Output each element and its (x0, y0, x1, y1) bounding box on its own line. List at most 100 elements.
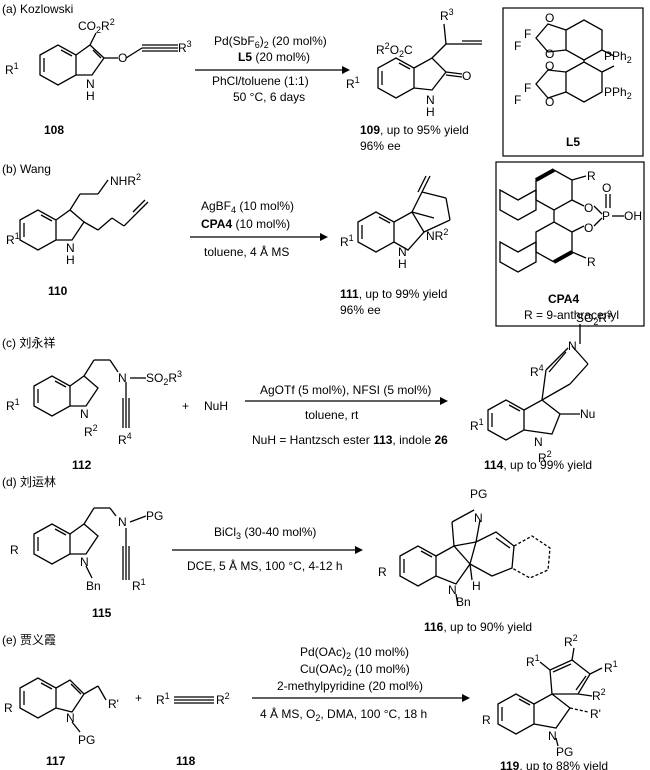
svg-text:119, up to 88% yield: 119, up to 88% yield (500, 759, 608, 770)
svg-text:toluene, rt: toluene, rt (305, 408, 359, 422)
svg-text:R4: R4 (530, 363, 544, 379)
svg-text:O: O (602, 181, 611, 195)
compound-id-119: 119 (500, 759, 520, 770)
compound-119: R2 R1 R1 R2 R' R N PG 119, up to 88% yie… (482, 633, 618, 770)
svg-text:2-methylpyridine (20 mol%): 2-methylpyridine (20 mol%) (277, 679, 423, 693)
catalyst-label: CPA4 (548, 292, 579, 306)
svg-text:F: F (514, 93, 521, 107)
svg-text:R: R (587, 169, 596, 183)
section-d: (d) 刘运林 N PG R N Bn R1 115 BiC (2, 475, 551, 634)
compound-116: N PG R N H Bn 116, up to 90% yield (378, 487, 551, 634)
svg-text:H: H (426, 105, 435, 119)
svg-text:PG: PG (146, 509, 163, 523)
svg-text:P: P (602, 209, 610, 223)
svg-text:DCE, 5 Å MS, 100 °C, 4-12 h: DCE, 5 Å MS, 100 °C, 4-12 h (187, 558, 343, 573)
svg-text:R1: R1 (526, 653, 540, 669)
svg-text:CO2R2: CO2R2 (78, 17, 115, 35)
svg-text:L5 (20 mol%): L5 (20 mol%) (238, 50, 310, 64)
svg-text:R1: R1 (6, 231, 20, 247)
svg-text:111, up to 99% yield: 111, up to 99% yield (340, 287, 447, 301)
compound-118: R1 R2 118 (156, 691, 230, 768)
svg-text:SO2R3: SO2R3 (576, 309, 612, 327)
svg-text:R2: R2 (564, 633, 578, 649)
indole-pyrrole-ring (75, 44, 105, 76)
conditions-b: AgBF4 (10 mol%) CPA4 (10 mol%) toluene, … (190, 199, 328, 259)
compound-115: N PG R N Bn R1 115 (10, 507, 163, 620)
section-b-header: (b) Wang (2, 162, 51, 176)
svg-text:R1: R1 (132, 577, 146, 593)
svg-text:50 °C, 6 days: 50 °C, 6 days (233, 90, 305, 104)
compound-id-111: 111 (340, 287, 359, 301)
svg-text:N: N (80, 407, 89, 421)
svg-text:O: O (118, 51, 127, 65)
svg-text:OH: OH (624, 209, 642, 223)
svg-text:4 Å MS, O2, DMA, 100 °C, 18 h: 4 Å MS, O2, DMA, 100 °C, 18 h (260, 706, 427, 723)
svg-text:N: N (548, 729, 557, 743)
svg-text:96% ee: 96% ee (360, 139, 401, 153)
svg-text:CPA4 (10 mol%): CPA4 (10 mol%) (201, 217, 290, 231)
svg-text:Nu: Nu (580, 407, 595, 421)
svg-text:R: R (378, 565, 387, 579)
conditions-e: Pd(OAc)2 (10 mol%) Cu(OAc)2 (10 mol%) 2-… (252, 645, 470, 723)
svg-text:PhCl/toluene (1:1): PhCl/toluene (1:1) (212, 74, 309, 88)
catalyst-r-definition: R = 9-anthracenyl (524, 308, 619, 322)
svg-text:N: N (66, 241, 75, 255)
compound-id-115: 115 (92, 606, 112, 620)
compound-109: R2O2C R3 O R1 N H 109, up to 95% yield 9… (346, 7, 482, 153)
compound-id-112: 112 (72, 458, 92, 472)
svg-text:N: N (80, 555, 89, 569)
compound-111: R1 N H NR2 111, up to 99% yield 96% ee (340, 175, 451, 317)
svg-text:N: N (118, 371, 127, 385)
svg-text:R1: R1 (340, 233, 354, 249)
svg-text:BiCl3 (30-40 mol%): BiCl3 (30-40 mol%) (214, 525, 316, 541)
svg-text:N: N (118, 515, 127, 529)
section-a: (a) Kozlowski CO2R2 O R3 R1 N H 108 (2, 2, 644, 157)
svg-text:O: O (545, 59, 554, 73)
svg-text:R3: R3 (440, 7, 454, 23)
svg-text:R2O2C: R2O2C (376, 41, 413, 59)
section-c: (c) 刘永祥 N SO2R3 R4 R1 N R2 112 + NuH (2, 309, 612, 472)
svg-text:Bn: Bn (86, 579, 101, 593)
svg-text:N: N (398, 245, 407, 259)
compound-id-117: 117 (46, 754, 66, 768)
compound-id-108: 108 (44, 123, 64, 137)
svg-text:AgBF4 (10 mol%): AgBF4 (10 mol%) (201, 199, 294, 215)
svg-text:R4: R4 (118, 431, 132, 447)
compound-114: N SO2R3 R4 Nu R1 N R2 114, up to 99% yie… (470, 309, 612, 472)
svg-text:N: N (66, 711, 75, 725)
svg-text:O: O (462, 69, 471, 83)
svg-text:O: O (545, 11, 554, 25)
svg-text:AgOTf (5 mol%), NFSI (5 mol%): AgOTf (5 mol%), NFSI (5 mol%) (260, 383, 431, 397)
svg-text:116, up to 90% yield: 116, up to 90% yield (424, 620, 532, 634)
section-b: (b) Wang NHR2 R1 N H 110 AgBF4 (10 mol%) (2, 161, 645, 327)
conditions-a: Pd(SbF6)2 (20 mol%) L5 (20 mol%) PhCl/to… (195, 34, 350, 104)
nucleophile: NuH (204, 399, 228, 413)
svg-text:R1: R1 (470, 417, 484, 433)
svg-text:O: O (584, 221, 593, 235)
compound-110: NHR2 R1 N H 110 (6, 172, 149, 298)
svg-text:PPh2: PPh2 (604, 85, 632, 101)
svg-text:F: F (514, 39, 521, 53)
compound-id-109: 109 (360, 123, 380, 137)
svg-text:R1: R1 (5, 61, 19, 77)
svg-text:H: H (398, 257, 407, 271)
svg-text:96% ee: 96% ee (340, 303, 381, 317)
svg-text:R': R' (590, 707, 601, 721)
catalyst-CPA4-box: R R O O O P OH CPA4 R = 9-anthracenyl (495, 161, 645, 327)
svg-text:Pd(SbF6)2 (20 mol%): Pd(SbF6)2 (20 mol%) (214, 34, 327, 50)
svg-text:F: F (524, 27, 531, 41)
svg-text:H: H (86, 89, 95, 103)
svg-text:PPh2: PPh2 (604, 49, 632, 65)
svg-text:+: + (135, 691, 142, 705)
compound-id-116: 116 (424, 620, 444, 634)
svg-text:PG: PG (556, 745, 573, 759)
svg-text:PG: PG (470, 487, 487, 501)
indole-benzene-ring (39, 44, 77, 86)
conditions-c: AgOTf (5 mol%), NFSI (5 mol%) toluene, r… (245, 383, 448, 447)
svg-text:H: H (66, 253, 75, 267)
svg-text:R3: R3 (178, 39, 192, 55)
section-a-header: (a) Kozlowski (2, 2, 73, 16)
svg-text:R1: R1 (604, 659, 618, 675)
section-d-header: (d) 刘运林 (2, 475, 56, 489)
conditions-d: BiCl3 (30-40 mol%) DCE, 5 Å MS, 100 °C, … (172, 525, 363, 573)
